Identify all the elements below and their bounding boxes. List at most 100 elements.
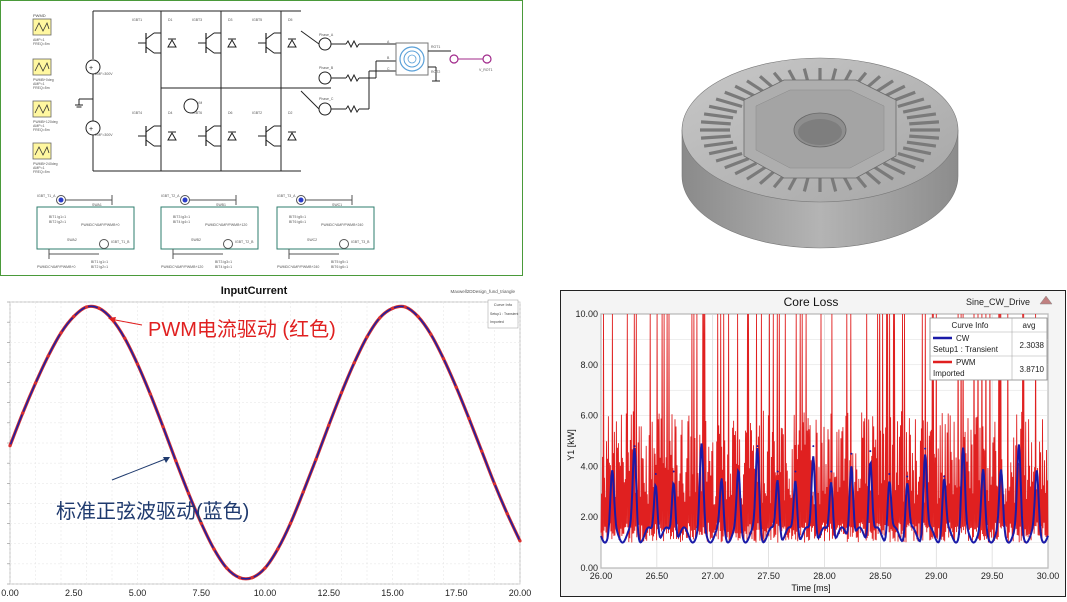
y-tick-label: 8.00 bbox=[580, 360, 598, 370]
param-line: FREQ=5m bbox=[33, 86, 50, 90]
stator-slot bbox=[758, 169, 777, 185]
pwm-switch-label: SWC1 bbox=[332, 203, 342, 207]
stator-slot bbox=[708, 146, 738, 156]
pwm-switch-label: SWC2 bbox=[307, 238, 317, 242]
legend-entry: Imported bbox=[490, 320, 504, 324]
x-tick-label: 26.00 bbox=[590, 571, 613, 581]
series-cw-peak bbox=[962, 447, 965, 450]
igbt-label: IGBT6 bbox=[192, 111, 202, 115]
series-pwm-point bbox=[492, 482, 497, 486]
winding-label: ROT2 bbox=[431, 70, 440, 74]
diode-label: D3 bbox=[228, 18, 233, 22]
legend: Curve Info Setup1 : Transient Imported bbox=[487, 299, 518, 329]
series-cw-peak bbox=[982, 470, 985, 473]
x-tick-label: 27.50 bbox=[757, 571, 780, 581]
series-cw-peak bbox=[776, 470, 779, 473]
terminal-label: A bbox=[387, 40, 390, 44]
diode-label: D4 bbox=[168, 111, 173, 115]
series-cw-peak bbox=[888, 473, 891, 476]
series-cw-peak bbox=[672, 470, 675, 473]
x-tick-label: 29.50 bbox=[981, 571, 1004, 581]
pwm-condition: PWMDC*AMP/PWMB+120 bbox=[161, 265, 203, 269]
param-name: PWMB+120deg bbox=[33, 120, 58, 124]
pwm-condition: PWMDC*AMP/PWMB+120 bbox=[205, 223, 247, 227]
annotation-arrow-red bbox=[109, 318, 143, 326]
meter-icon bbox=[99, 239, 109, 249]
y-tick-label: 4.00 bbox=[580, 461, 598, 471]
x-tick-label: 27.00 bbox=[701, 571, 724, 581]
igbt-label: IGBT4 bbox=[132, 111, 142, 115]
y-axis-label: Y1 [kW] bbox=[566, 429, 576, 461]
pwm-gate-label: BIT2 ig2=1 bbox=[91, 265, 108, 269]
series-cw-peak bbox=[869, 450, 872, 453]
x-tick-label: 2.50 bbox=[65, 588, 83, 598]
series-pwm-point bbox=[327, 423, 331, 427]
pwm-meter-label: IGBT_T3_B bbox=[351, 240, 370, 244]
design-label: Maxwell2DDesign_fund_triangle bbox=[450, 289, 515, 294]
stator-slot bbox=[746, 165, 767, 181]
pwm-condition: PWMDC*AMP/PWMB+240 bbox=[321, 223, 363, 227]
series-cw-peak bbox=[924, 447, 927, 450]
series-pwm-point bbox=[505, 512, 509, 516]
legend-avg: 2.3038 bbox=[1020, 341, 1045, 350]
pwm-gate-label: BIT2 ig2=1 bbox=[49, 220, 66, 224]
terminal-label: C bbox=[387, 67, 390, 71]
igbt-switch: IGBT6 bbox=[192, 111, 221, 147]
x-axis-label: Time [ms] bbox=[791, 583, 830, 593]
series-pwm-point bbox=[365, 335, 369, 339]
phase-meters: Phase_A Phase_B Phase_C A B C bbox=[300, 30, 396, 116]
series-cw-peak bbox=[720, 478, 723, 481]
pwm-source-label: IGBT_T3_A bbox=[277, 194, 296, 198]
annotation-arrow-blue bbox=[111, 457, 169, 481]
series-cw-peak bbox=[830, 470, 833, 473]
meter-label: VM bbox=[197, 101, 202, 105]
phase-label: Phase_A bbox=[319, 33, 334, 37]
diode: D5 bbox=[287, 18, 297, 48]
series-cw-peak bbox=[654, 473, 657, 476]
diode-label: D5 bbox=[288, 18, 293, 22]
pwm-gate-label: BIT5 ig5=1 bbox=[289, 215, 306, 219]
igbt-switch: IGBT1 bbox=[132, 18, 161, 54]
pwm-gate-label: BIT1 ig1=1 bbox=[49, 215, 66, 219]
param-line: FREQ=5m bbox=[33, 42, 50, 46]
series-pwm-point bbox=[21, 411, 25, 415]
x-tick-label: 20.00 bbox=[509, 588, 532, 598]
series-pwm-point bbox=[314, 457, 318, 461]
stator-slot bbox=[897, 151, 925, 163]
dc-sources: + + bbox=[75, 11, 101, 171]
series-cw-peak bbox=[1017, 445, 1020, 448]
stator-slot bbox=[902, 104, 932, 114]
series-pwm-point bbox=[454, 385, 458, 389]
series-cw-line bbox=[600, 443, 1049, 544]
stator-slot bbox=[909, 120, 940, 126]
series-pwm-point bbox=[416, 314, 420, 319]
series-pwm-point bbox=[199, 521, 203, 525]
param-line: AMP=1 bbox=[33, 38, 45, 42]
stator-svg bbox=[681, 57, 959, 249]
stator-slot bbox=[724, 157, 750, 170]
stator-slot bbox=[909, 134, 940, 140]
legend-avg: 3.8710 bbox=[1020, 365, 1045, 374]
pwm-switch-label: SWA1 bbox=[92, 203, 102, 207]
pwm-gate-label: BIT6 ig6=1 bbox=[331, 265, 348, 269]
x-tick-label: 26.50 bbox=[646, 571, 669, 581]
param-name: PWMB+240deg bbox=[33, 162, 58, 166]
series-pwm-point bbox=[186, 491, 191, 495]
svg-text:+: + bbox=[89, 126, 93, 133]
series-pwm-point bbox=[72, 314, 76, 319]
series-pwm-point bbox=[225, 566, 229, 570]
shaft-hole-inner bbox=[798, 119, 842, 145]
igbt-switch: IGBT5 bbox=[252, 18, 281, 54]
svg-text:+: + bbox=[89, 65, 93, 72]
series-pwm-point bbox=[174, 459, 178, 463]
param-line: FREQ=5m bbox=[33, 170, 50, 174]
x-tick-label: 29.00 bbox=[925, 571, 948, 581]
diode: D1 bbox=[167, 18, 177, 48]
stator-slot bbox=[830, 176, 838, 192]
chart-title: InputCurrent bbox=[221, 285, 288, 297]
param-block-2: PWMB+0deg AMP=1 FREQ=5m bbox=[32, 58, 54, 90]
